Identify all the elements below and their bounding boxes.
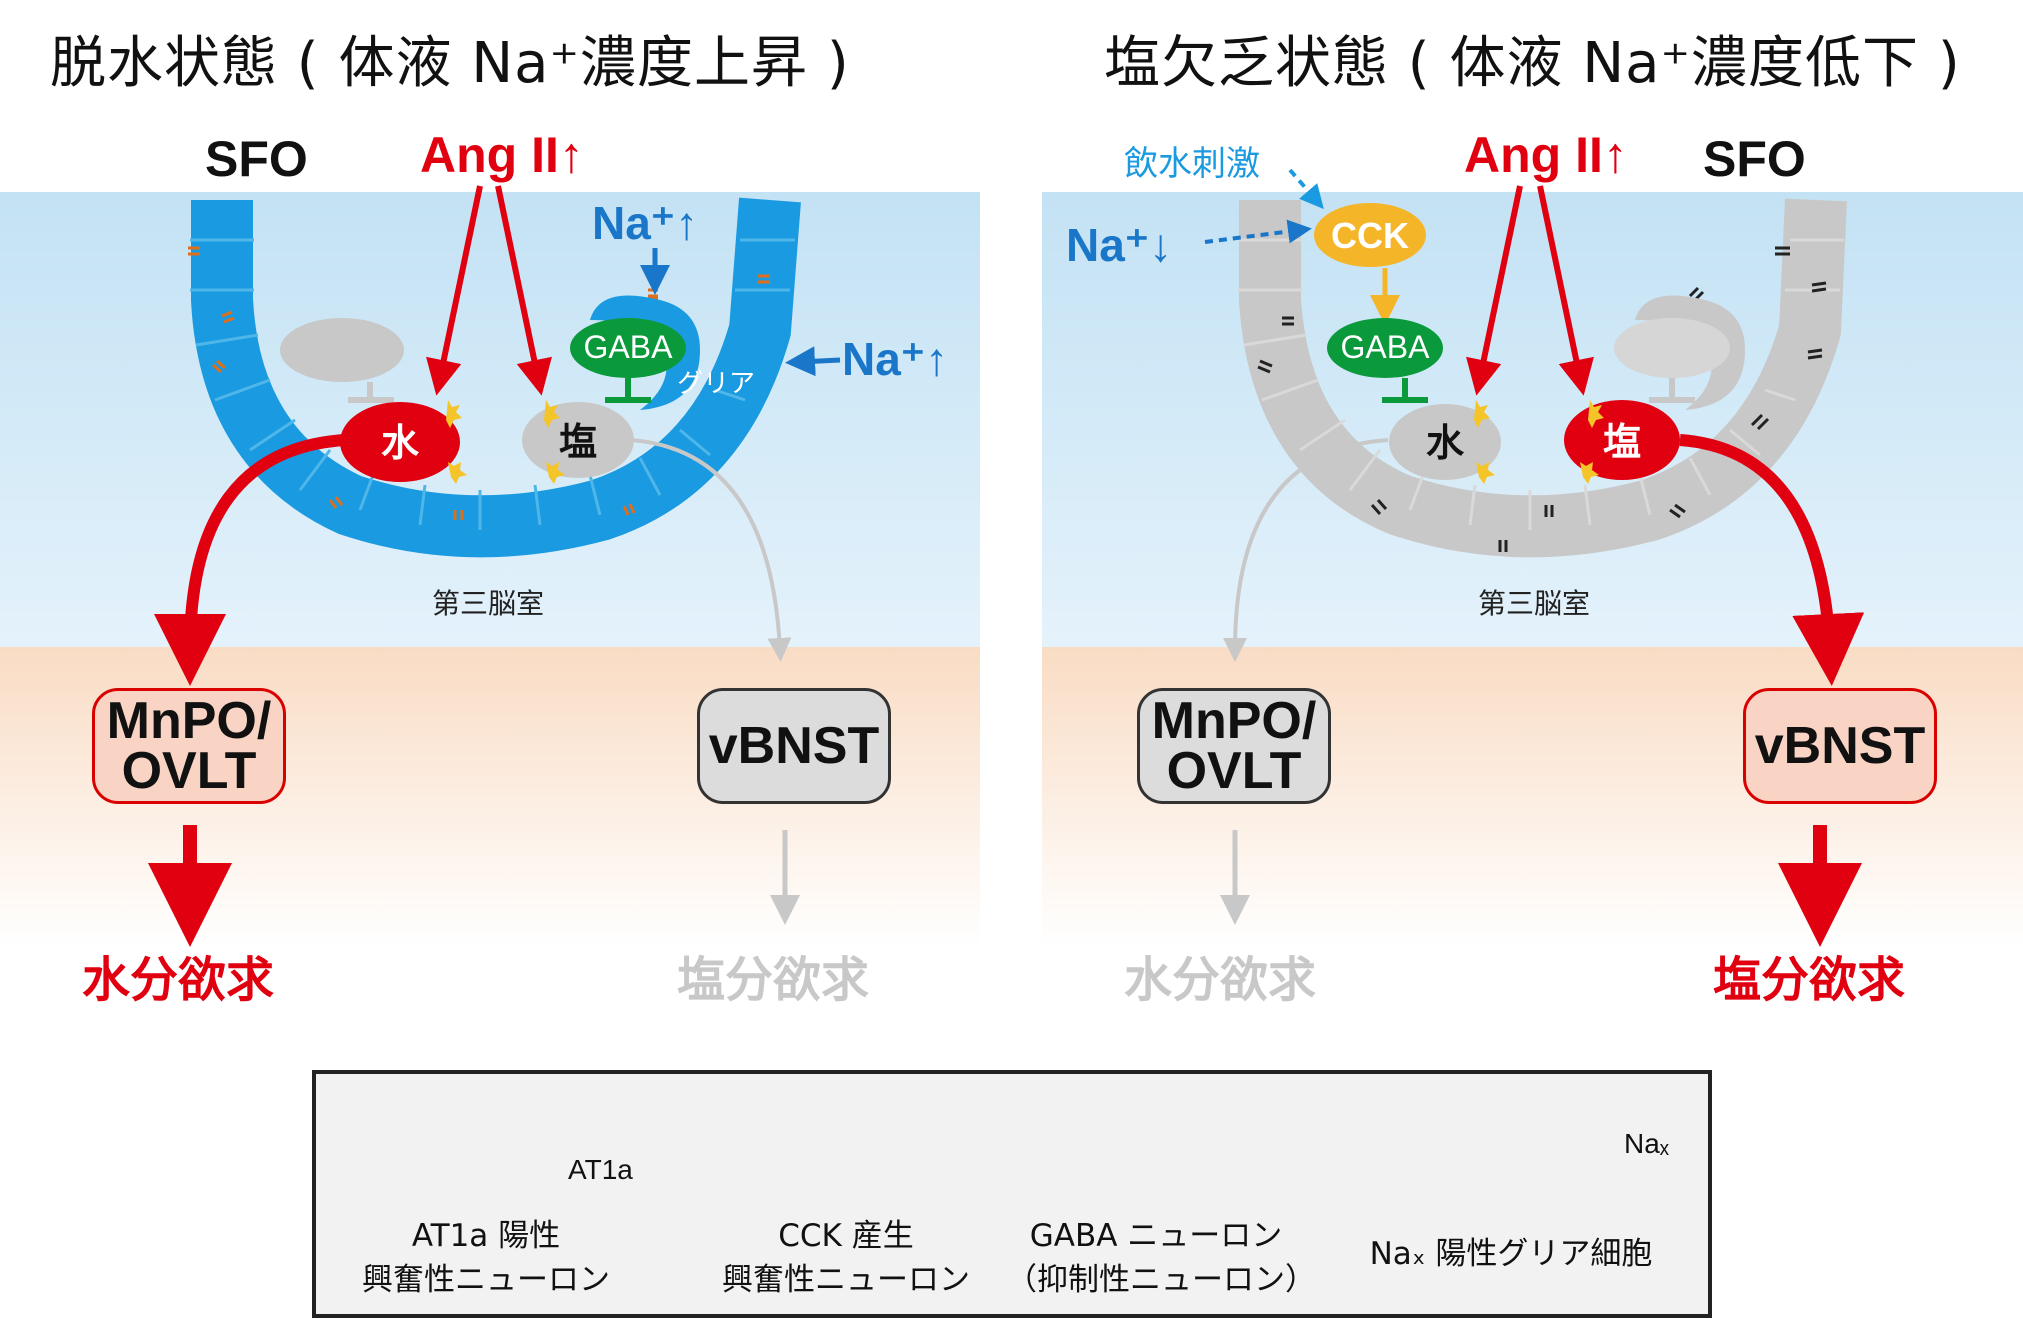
left-inactive-neuron <box>280 318 404 382</box>
left-water-label: 水 <box>381 421 420 465</box>
legend-gaba-label: GABA ニューロン （抑制性ニューロン） <box>1006 1218 1316 1298</box>
right-cck-neuron <box>1314 203 1426 267</box>
right-ang-arrow-2 <box>1537 185 1594 396</box>
left-na-top-label: Na⁺↑ <box>592 197 699 249</box>
right-salt-label: 塩 <box>1603 420 1641 464</box>
legend-at1a-label: AT1a 陽性 興奮性ニューロン <box>362 1218 610 1298</box>
right-gaba-neuron <box>1327 318 1443 378</box>
right-water-label: 水 <box>1426 421 1465 465</box>
left-mnpo-ovlt-box: MnPO/ OVLT <box>92 688 286 804</box>
left-salt-outcome: 塩分欲求 <box>677 952 870 1008</box>
legend-at1a-tag: AT1a <box>568 1154 633 1185</box>
left-sfo-label: SFO <box>205 131 308 187</box>
legend-cck-label: CCK 産生 興奮性ニューロン <box>722 1218 970 1298</box>
right-water-outcome: 水分欲求 <box>1124 952 1317 1008</box>
left-at1a-receptor-2 <box>448 462 467 484</box>
left-ang-arrow-1 <box>426 185 483 396</box>
right-mnpo-ovlt-box: MnPO/ OVLT <box>1137 688 1331 804</box>
right-ang-label: Ang II↑ <box>1464 127 1628 183</box>
left-glia-label: グリア <box>677 369 755 399</box>
right-glia-cell <box>1635 295 1745 410</box>
right-title: 塩欠乏状態 ( 体液 Na⁺濃度低下 ) <box>1104 31 1961 96</box>
right-drink-label: 飲水刺激 <box>1124 144 1260 184</box>
legend-box: AT1a AT1a 陽性 興奮性ニューロン CCK 産生 興奮性ニューロン GA… <box>312 1070 1712 1318</box>
right-drink-arrow <box>1288 168 1324 210</box>
legend-nax-label: Naₓ 陽性グリア細胞 <box>1369 1236 1653 1272</box>
right-water-neuron <box>1389 404 1501 480</box>
right-sfo-label: SFO <box>1703 131 1806 187</box>
left-water-outcome: 水分欲求 <box>82 952 275 1008</box>
left-at1a-receptor-1 <box>446 400 462 428</box>
right-ang-arrow-1 <box>1466 185 1523 396</box>
right-salt-output-arrow <box>1679 434 1865 686</box>
right-gaba-label: GABA <box>1341 329 1431 365</box>
right-vbnst-box: vBNST <box>1743 688 1937 804</box>
left-na-side-label: Na⁺↑ <box>842 333 949 385</box>
right-inactive-neuron <box>1614 318 1730 378</box>
left-ang-label: Ang II↑ <box>420 127 584 183</box>
right-na-label: Na⁺↓ <box>1066 219 1173 271</box>
left-ventricle-label: 第三脳室 <box>432 587 545 620</box>
left-gaba-neuron <box>570 318 686 378</box>
left-vbnst-box: vBNST <box>697 688 891 804</box>
right-cck-label: CCK <box>1331 215 1409 256</box>
right-ventricle-background <box>1042 192 2023 647</box>
left-salt-label: 塩 <box>559 420 597 464</box>
right-salt-outcome: 塩分欲求 <box>1713 952 1906 1008</box>
left-ang-arrow-2 <box>495 185 552 396</box>
left-ventricle-background <box>0 192 980 647</box>
right-ventricle-label: 第三脳室 <box>1478 587 1591 620</box>
left-title: 脱水状態 ( 体液 Na⁺濃度上昇 ) <box>50 31 850 96</box>
right-water-output-arrow <box>1223 438 1389 662</box>
left-glia-cell <box>590 295 700 410</box>
legend-nax-tag: Naₓ <box>1624 1128 1669 1159</box>
left-sfo-glia-layer <box>188 197 801 558</box>
left-na-side-arrow <box>785 346 841 377</box>
left-salt-output-arrow <box>629 438 792 662</box>
left-gaba-label: GABA <box>584 329 674 365</box>
right-na-arrow <box>1204 219 1312 244</box>
right-sfo-glia-layer <box>1238 198 1847 558</box>
left-water-output-arrow <box>154 434 346 686</box>
left-water-neuron <box>340 402 460 482</box>
